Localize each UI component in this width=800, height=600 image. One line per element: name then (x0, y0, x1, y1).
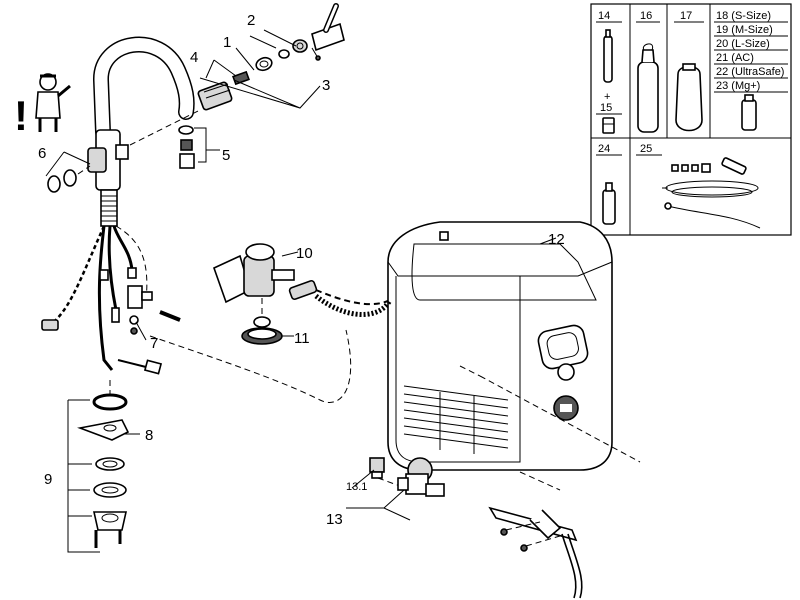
table-label-25: 25 (640, 143, 652, 155)
mounting-strap (488, 506, 583, 599)
size-19: 19 (M-Size) (716, 24, 773, 36)
aerator-parts (178, 125, 195, 169)
callout-3: 3 (322, 77, 330, 94)
leader-lines (45, 29, 557, 553)
size-21: 21 (AC) (716, 52, 754, 64)
warning-mark: ! (14, 92, 28, 139)
mounting-kit (77, 380, 130, 548)
adapter-icon (602, 117, 615, 134)
callout-13: 13 (326, 511, 343, 528)
table-label-16: 16 (640, 10, 652, 22)
faucet-assembly (41, 36, 195, 375)
bottle-icon (675, 63, 703, 132)
size-22: 22 (UltraSafe) (716, 66, 784, 78)
callout-numbers: 1 2 3 4 5 6 7 8 9 10 11 12 13 13.1 (38, 12, 565, 528)
callout-4: 4 (190, 49, 198, 66)
side-o-rings (47, 165, 91, 193)
table-label-24: 24 (598, 143, 610, 155)
table-label-15: 15 (600, 102, 612, 114)
table-label-15-plus: + (604, 91, 610, 103)
size-18: 18 (S-Size) (716, 10, 771, 22)
cartridge-parts (129, 3, 345, 146)
callout-9: 9 (44, 471, 52, 488)
size-20: 20 (L-Size) (716, 38, 770, 50)
small-fittings (129, 315, 139, 335)
callout-6: 6 (38, 145, 46, 162)
callout-12: 12 (548, 231, 565, 248)
shank-thread (101, 195, 117, 222)
small-bottle-icon (602, 182, 616, 225)
lever-handle-icon (311, 3, 345, 52)
callout-8: 8 (145, 427, 153, 444)
size-list: 18 (S-Size) 19 (M-Size) 20 (L-Size) 21 (… (714, 10, 788, 93)
co2-cylinder-icon (603, 29, 613, 83)
callout-13-1: 13.1 (346, 481, 367, 493)
callout-11: 11 (294, 330, 310, 347)
filter-head-assembly (213, 243, 391, 345)
angle-valve-assembly (369, 457, 445, 497)
callout-7: 7 (150, 335, 158, 352)
chiller-unit (387, 221, 641, 491)
parts-table: 14 16 17 18 (S-Size) 19 (M-Size) 20 (L-S… (590, 3, 792, 236)
callout-10: 10 (296, 245, 313, 262)
callout-5: 5 (222, 147, 230, 164)
installer-figure-icon: ! (14, 73, 71, 139)
callout-2: 2 (247, 12, 255, 29)
table-label-14: 14 (598, 10, 610, 22)
large-cylinder-icon (637, 43, 659, 133)
vent-grille (403, 385, 509, 454)
hose-kit-icon (662, 157, 761, 229)
size-23: 23 (Mg+) (716, 80, 760, 92)
filter-cartridge-icon (741, 94, 757, 131)
callout-1: 1 (223, 34, 231, 51)
table-label-17: 17 (680, 10, 692, 22)
